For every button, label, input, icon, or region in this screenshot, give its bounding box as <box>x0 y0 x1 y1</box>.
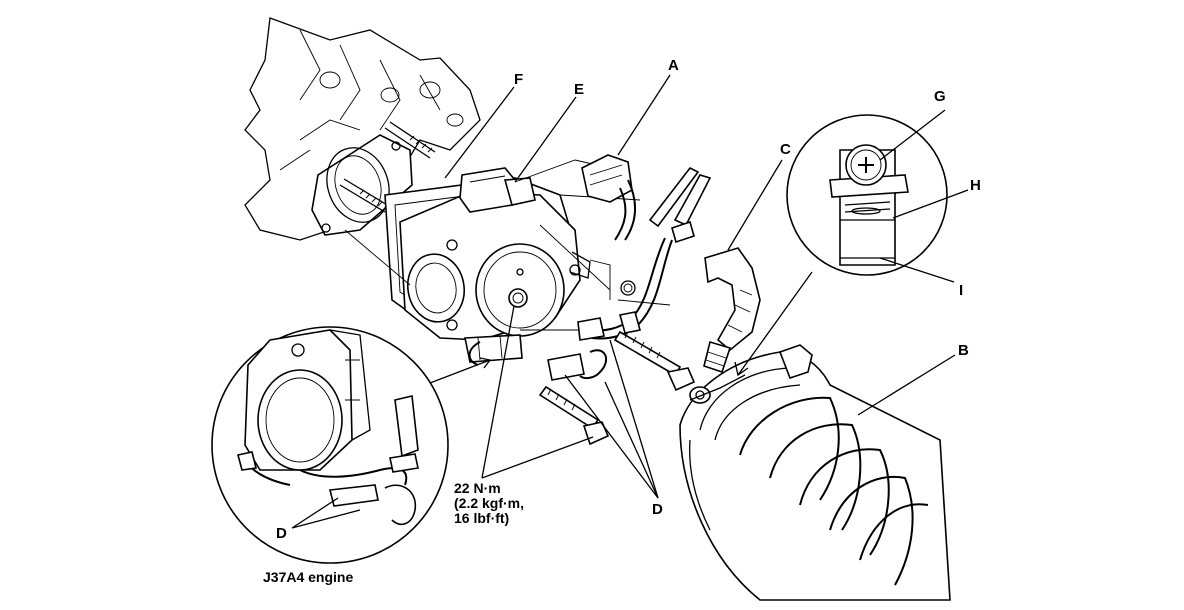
j37a4-engine-inset <box>211 326 449 564</box>
throttle-body-bolts <box>538 330 696 446</box>
hose-clamps <box>468 341 608 381</box>
callout-e: E <box>574 81 585 98</box>
callout-g: G <box>934 88 946 105</box>
electrical-connector <box>581 154 636 241</box>
torque-line-1: 22 N·m <box>454 480 501 496</box>
hoses <box>577 166 712 341</box>
callout-c: C <box>780 141 791 158</box>
callout-i: I <box>959 282 964 299</box>
callout-d-inset: D <box>276 525 287 542</box>
callout-h: H <box>970 177 981 194</box>
throttle-body <box>399 167 591 363</box>
hose-clamp-detail-inset <box>786 114 948 276</box>
air-intake-duct <box>679 344 951 601</box>
torque-line-3: 16 lbf·ft) <box>454 510 510 526</box>
callout-b: B <box>958 342 969 359</box>
callout-d-main: D <box>652 501 663 518</box>
torque-line-2: (2.2 kgf·m, <box>454 495 525 511</box>
callout-a: A <box>668 57 679 74</box>
leader-lines <box>291 74 969 529</box>
inset-caption: J37A4 engine <box>263 569 354 585</box>
elbow-hose <box>703 247 761 374</box>
torque-spec: 22 N·m (2.2 kgf·m, 16 lbf·ft) <box>454 481 524 526</box>
callout-f: F <box>514 71 524 88</box>
